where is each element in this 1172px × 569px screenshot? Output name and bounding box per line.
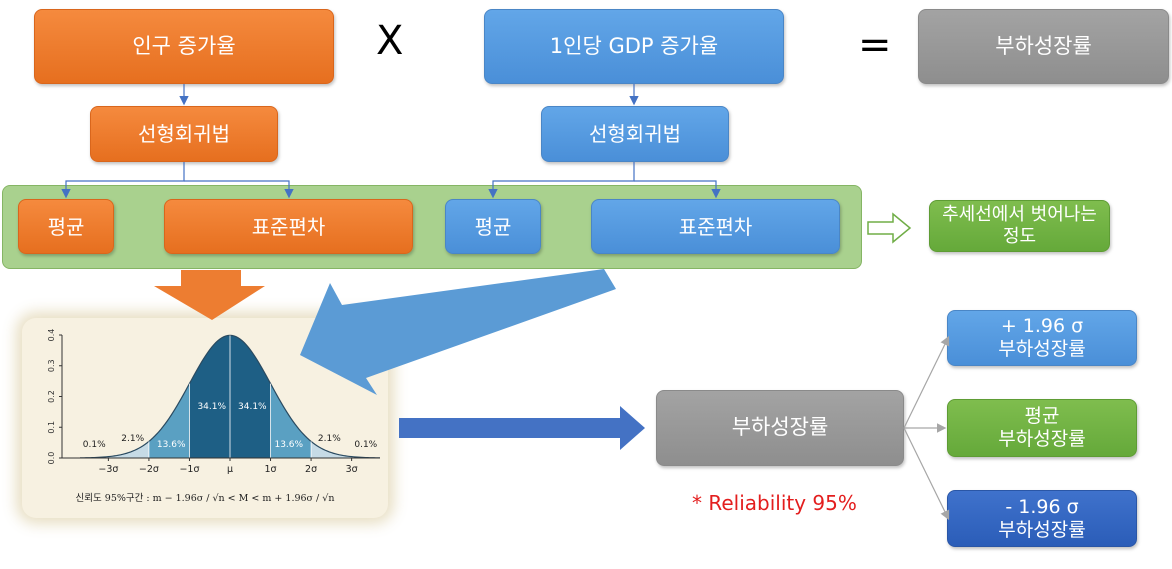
connector-to-minus-sigma [903,427,950,521]
connector-regression-left-to-std [184,180,294,199]
connector-regression-right-to-std [634,180,721,199]
region-percent-label: 13.6% [157,440,186,450]
distribution-band [108,441,149,458]
x-tick-label: −3σ [98,464,118,475]
plus-196-sigma-line2: 부하성장률 [998,338,1086,360]
connector-regression-right-to-mean [488,162,635,199]
plus-196-sigma-line1: + 1.96 σ [1000,315,1084,338]
y-tick-label: 0.2 [47,390,56,403]
hollow-arrow-to-trend [867,212,912,244]
std-left-label: 표준편차 [251,214,326,239]
trend-deviation-box: 추세선에서 벗어나는 정도 [929,200,1110,252]
population-growth-box: 인구 증가율 [34,9,334,84]
minus-196-sigma-box: - 1.96 σ 부하성장률 [947,490,1137,547]
x-tick-label: −2σ [139,464,159,475]
mean-outcome-line2: 부하성장률 [998,428,1086,450]
x-tick-label: μ [227,464,233,475]
gdp-growth-label: 1인당 GDP 증가율 [549,33,719,58]
plus-196-sigma-box: + 1.96 σ 부하성장률 [947,310,1137,366]
regression-left-label: 선형회귀법 [138,122,230,146]
y-tick-label: 0.4 [47,329,56,342]
mean-right-label: 평균 [474,214,512,239]
region-percent-label: 2.1% [121,434,144,444]
regression-left-box: 선형회귀법 [90,106,278,162]
equals-symbol: = [858,22,892,68]
mean-outcome-box: 평균 부하성장률 [947,399,1137,457]
normal-distribution-chart: 0.0 0.1 0.2 0.3 0.4 −3σ −2σ −1σ μ 1σ 2σ 3σ 0.1% 2.1% 1… [47,329,381,504]
x-tick-label: 1σ [265,464,277,475]
region-percent-label: 2.1% [318,434,341,444]
connector-to-plus-sigma [903,335,950,429]
regression-right-label: 선형회귀법 [589,122,681,146]
y-tick-label: 0.1 [47,421,56,434]
x-tick-label: −1σ [179,464,199,475]
confidence-interval-formula: 신뢰도 95%구간 : m − 1.96σ / √n < M < m + 1.9… [76,493,335,504]
region-percent-label: 13.6% [274,440,303,450]
load-growth-result-box: 부하성장률 [918,9,1169,84]
x-tick-label: 2σ [305,464,317,475]
minus-196-sigma-line2: 부하성장률 [998,518,1086,541]
y-tick-label: 0.0 [47,452,56,465]
mean-right-box: 평균 [445,199,541,254]
region-percent-label: 34.1% [197,402,226,412]
x-tick-label: 3σ [346,464,358,475]
population-growth-label: 인구 증가율 [132,33,236,58]
mean-outcome-line1: 평균 [1024,405,1060,428]
std-right-label: 표준편차 [678,214,753,239]
multiply-symbol: X [376,18,404,64]
trend-deviation-label: 추세선에서 벗어나는 정도 [942,204,1097,247]
mean-left-box: 평균 [18,199,114,254]
orange-down-arrow [154,270,265,320]
std-left-box: 표준편차 [164,199,413,254]
minus-196-sigma-line1: - 1.96 σ [1005,495,1079,518]
load-growth-result-label: 부하성장률 [995,33,1092,58]
blue-diagonal-arrow [300,269,616,395]
load-growth-center-box: 부하성장률 [656,390,904,466]
gdp-growth-box: 1인당 GDP 증가율 [484,9,784,84]
region-percent-label: 34.1% [238,402,267,412]
y-tick-label: 0.3 [47,359,56,372]
blue-right-arrow [399,406,645,450]
regression-right-box: 선형회귀법 [541,106,729,162]
reliability-note: * Reliability 95% [692,491,857,515]
region-percent-label: 0.1% [354,440,377,450]
region-percent-label: 0.1% [83,440,106,450]
connector-regression-left-to-mean [61,162,185,199]
load-growth-center-label: 부하성장률 [731,415,829,440]
distribution-band [311,441,352,458]
std-right-box: 표준편차 [591,199,840,254]
mean-left-label: 평균 [47,214,85,239]
